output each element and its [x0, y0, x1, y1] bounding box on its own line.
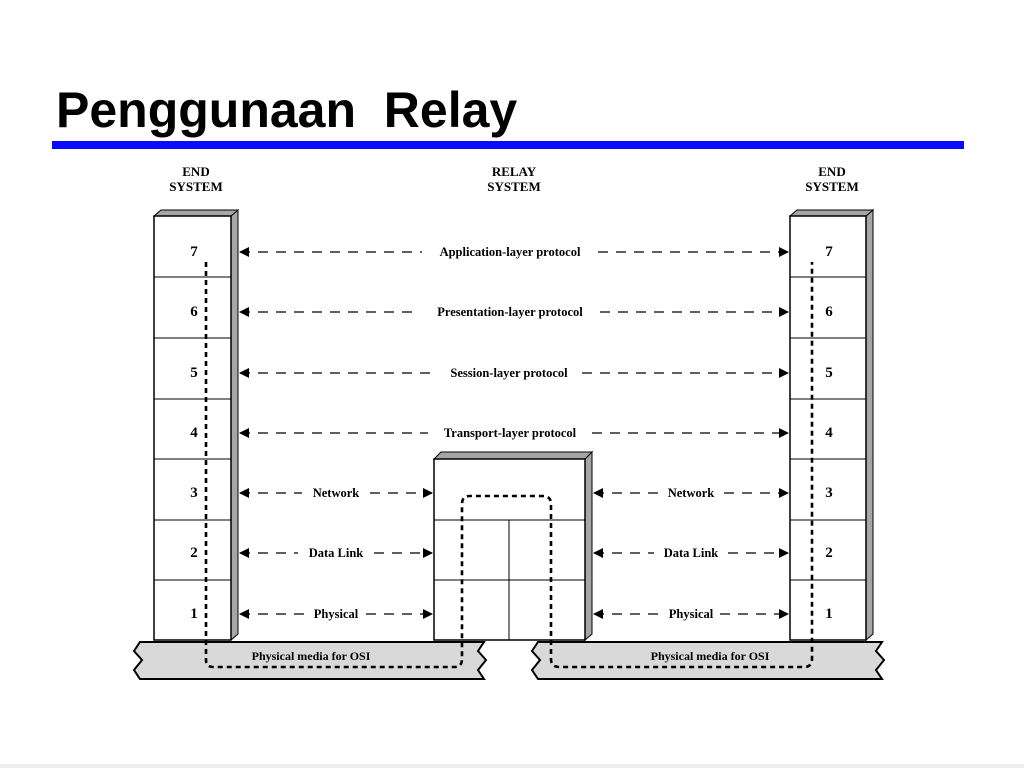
- left-layer-5: 5: [190, 365, 198, 381]
- left-layer-6: 6: [190, 304, 198, 320]
- left-layer-7: 7: [190, 244, 198, 260]
- left-layer-3: 3: [190, 485, 198, 501]
- right-layer-4: 4: [825, 425, 833, 441]
- left-layer-2: 2: [190, 545, 198, 561]
- right-layer-2: 2: [825, 545, 833, 561]
- network-hop1-label: Network: [313, 486, 360, 500]
- title-underline: [52, 141, 964, 149]
- relay-system-label-line1: RELAY: [492, 164, 537, 179]
- left-layer-1: 1: [190, 606, 198, 622]
- right-end-system-label-line1: END: [818, 164, 845, 179]
- presentation-protocol-label: Presentation-layer protocol: [437, 305, 583, 319]
- left-stack-dividers: [154, 276, 231, 581]
- left-end-system-label-line2: SYSTEM: [169, 179, 222, 194]
- left-layer-4: 4: [190, 425, 198, 441]
- right-layer-7: 7: [825, 244, 833, 260]
- left-end-system-label-line1: END: [182, 164, 209, 179]
- datalink-hop1-label: Data Link: [309, 546, 364, 560]
- physical-hop2-label: Physical: [669, 607, 714, 621]
- left-stack-shadow-side: [230, 208, 239, 642]
- data-flow-path: [204, 262, 814, 669]
- right-end-system-label-line2: SYSTEM: [805, 179, 858, 194]
- right-stack-shadow-top: [788, 209, 875, 217]
- physical-media-left: [132, 641, 488, 680]
- session-protocol-label: Session-layer protocol: [450, 366, 568, 380]
- transport-protocol-label: Transport-layer protocol: [444, 426, 577, 440]
- right-stack: [789, 215, 867, 641]
- application-protocol-label: Application-layer protocol: [440, 245, 581, 259]
- right-stack-dividers: [790, 276, 866, 581]
- right-layer-1: 1: [825, 606, 833, 622]
- physical-media-left-label: Physical media for OSI: [252, 649, 371, 663]
- relay-stack-dividers: [434, 519, 585, 640]
- physical-hop1-label: Physical: [314, 607, 359, 621]
- physical-media-right: [530, 641, 886, 680]
- network-hop2-label: Network: [668, 486, 715, 500]
- right-layer-6: 6: [825, 304, 833, 320]
- relay-stack-shadow-side: [584, 450, 593, 642]
- datalink-hop2-label: Data Link: [664, 546, 719, 560]
- left-stack: [153, 215, 232, 641]
- relay-stack-shadow-top: [432, 451, 594, 460]
- left-stack-shadow-top: [152, 209, 240, 217]
- right-stack-shadow-side: [865, 208, 874, 642]
- slide-title: Penggunaan Relay: [56, 82, 518, 138]
- right-layer-3: 3: [825, 485, 833, 501]
- relay-system-label-line2: SYSTEM: [487, 179, 540, 194]
- right-layer-5: 5: [825, 365, 833, 381]
- footer-divider: [0, 764, 1024, 768]
- physical-media-right-label: Physical media for OSI: [651, 649, 770, 663]
